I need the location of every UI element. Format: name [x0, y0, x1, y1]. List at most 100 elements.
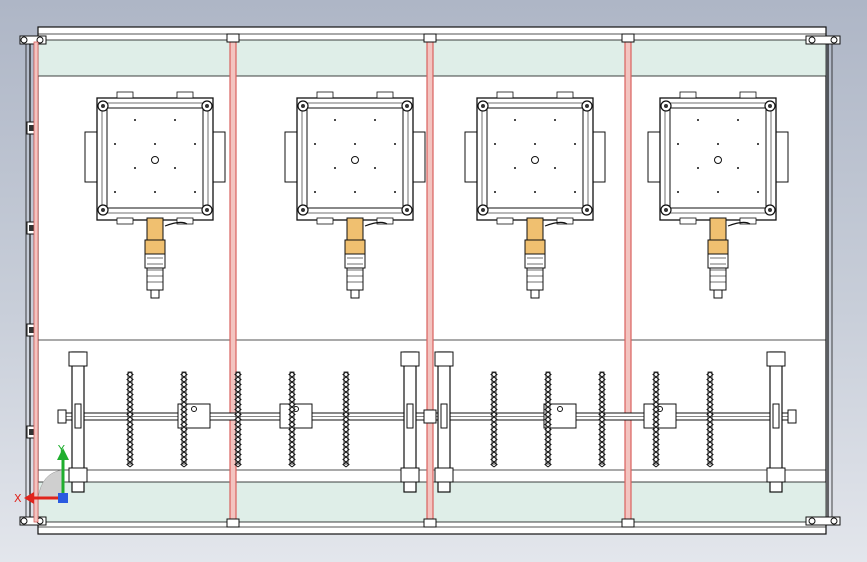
disc-teeth-left	[490, 371, 495, 468]
table-border	[481, 102, 589, 214]
plate-hole	[354, 143, 356, 145]
sprocket-disc	[234, 371, 242, 468]
cable	[164, 221, 188, 227]
coordinate-triad: Y X	[14, 443, 69, 505]
support-hub	[440, 403, 448, 429]
table-border	[664, 102, 772, 214]
plate-hole	[314, 191, 316, 193]
motor-end	[350, 289, 360, 299]
side-clamp-core	[29, 125, 34, 131]
top-bracket	[376, 91, 394, 99]
support-hub	[406, 403, 414, 429]
motor-gearbox	[709, 267, 727, 291]
plate-hole	[737, 119, 739, 121]
top-bracket	[116, 91, 134, 99]
disc-teeth	[493, 371, 498, 468]
top-bracket	[556, 91, 574, 99]
corner-bolt-core	[768, 104, 772, 108]
rail-body	[426, 37, 434, 525]
center-hole	[531, 156, 539, 164]
plate-hole	[114, 191, 116, 193]
disc-teeth	[655, 371, 660, 468]
top-bracket	[679, 91, 697, 99]
support-bottom	[400, 467, 420, 483]
plate-hole	[677, 143, 679, 145]
disc-teeth	[345, 371, 350, 468]
coupling	[709, 217, 727, 241]
top-bracket	[496, 91, 514, 99]
disc-teeth-left	[652, 371, 657, 468]
table-border	[301, 102, 409, 214]
disc-teeth-left	[544, 371, 549, 468]
drive-shaft	[63, 351, 425, 493]
plate-hole	[534, 191, 536, 193]
bottom-bracket	[316, 217, 334, 225]
support-bottom	[766, 467, 786, 483]
corner-bolt-core	[205, 208, 209, 212]
plate-hole	[737, 167, 739, 169]
rail-cap-top	[423, 33, 437, 43]
plate-hole	[514, 119, 516, 121]
side-clamp-core	[29, 429, 34, 435]
rail	[621, 33, 635, 528]
disc-teeth	[709, 371, 714, 468]
corner-bolt-core	[301, 104, 305, 108]
disc-teeth	[601, 371, 606, 468]
plate-hole	[194, 143, 196, 145]
disc-teeth	[291, 371, 296, 468]
sprocket-disc	[598, 371, 606, 468]
rail-cap-bottom	[423, 518, 437, 528]
rail-body	[229, 37, 237, 525]
support-top	[400, 351, 420, 367]
plate-hole	[574, 191, 576, 193]
plate-hole	[134, 119, 136, 121]
corner-bolt-core	[481, 104, 485, 108]
y-axis-label: Y	[57, 443, 65, 456]
plate-hole	[574, 143, 576, 145]
motor-end	[530, 289, 540, 299]
corner-bolt-core	[768, 208, 772, 212]
rail-edge	[33, 41, 39, 523]
support-hub	[74, 403, 82, 429]
support-hub	[772, 403, 780, 429]
plate-hole	[394, 143, 396, 145]
plate-hole	[114, 143, 116, 145]
plate-hole	[154, 191, 156, 193]
corner-bolt-core	[664, 104, 668, 108]
plate-hole	[374, 167, 376, 169]
sprocket-disc	[490, 371, 498, 468]
sprocket-disc	[544, 371, 552, 468]
table-border	[101, 102, 209, 214]
plate-hole	[757, 143, 759, 145]
coupling-flange	[707, 239, 729, 255]
corner-bolt-core	[205, 104, 209, 108]
motor-body	[524, 253, 546, 269]
bottom-bracket	[679, 217, 697, 225]
top-bracket	[176, 91, 194, 99]
center-hole	[151, 156, 159, 164]
plate-hole	[334, 119, 336, 121]
plate-hole	[174, 119, 176, 121]
plate-hole	[554, 119, 556, 121]
support-top	[434, 351, 454, 367]
shaft-stub-left	[57, 409, 67, 424]
corner-bolt-core	[481, 208, 485, 212]
center-hole	[351, 156, 359, 164]
corner-hinges	[19, 35, 841, 526]
disc-teeth	[547, 371, 552, 468]
rail-cap-top	[226, 33, 240, 43]
plate-hole	[494, 143, 496, 145]
corner-bolt-core	[101, 104, 105, 108]
corner-bolt-core	[301, 208, 305, 212]
top-bracket	[739, 91, 757, 99]
plate-hole	[677, 191, 679, 193]
support-bottom	[68, 467, 88, 483]
shaft-coupler	[423, 409, 437, 424]
sprocket-disc	[126, 371, 134, 468]
plate-hole	[354, 191, 356, 193]
cable	[727, 221, 751, 227]
plate-hole	[717, 143, 719, 145]
plate-hole	[697, 119, 699, 121]
